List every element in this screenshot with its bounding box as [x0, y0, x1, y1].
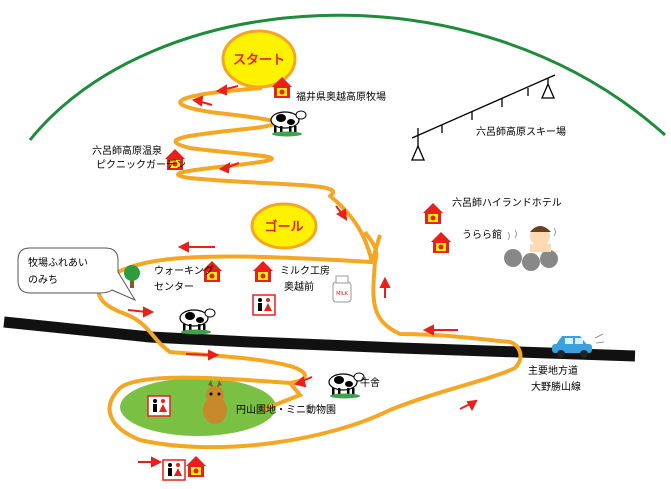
arrow-icon [138, 456, 163, 468]
ski-area-label: 六呂師高原スキー場 [476, 127, 566, 138]
onsen-label: 六呂師高原温泉 [92, 146, 162, 157]
arrow-icon [215, 84, 239, 96]
main-road [3, 316, 636, 362]
ski-lift-icon [411, 74, 556, 161]
hotel-label: 六呂師ハイランドホテル [452, 198, 562, 209]
cowshed-label: 牛舎 [360, 378, 380, 389]
hotel-house-icon [423, 203, 443, 224]
walking-route [96, 86, 523, 450]
bottom-house-icon [186, 456, 206, 477]
start-label: スタート [233, 53, 285, 68]
onsen-bather-icon [504, 226, 558, 271]
enzan-park-label: 円山園地・ミニ動物園 [236, 405, 336, 416]
arrow-icon [293, 376, 313, 388]
start-badge [221, 29, 297, 89]
arrow-icon [177, 241, 215, 253]
tree-icon [124, 265, 140, 288]
ranch-cow-icon [270, 110, 307, 138]
hill-outline [28, 13, 667, 141]
goal-badge [250, 202, 318, 250]
arrow-icon [422, 324, 458, 336]
urara-house-icon [431, 232, 451, 253]
picnic-label: ピクニックガーデン [96, 160, 186, 171]
urara-label: うらら館 [462, 230, 502, 241]
cowshed-cow-icon [328, 372, 365, 400]
direction-arrows [127, 84, 478, 468]
walking-center-label-2: センター [154, 282, 194, 293]
arrow-icon [218, 162, 240, 174]
toilet-icon [162, 459, 186, 481]
meadow-area [120, 378, 276, 436]
speech-bubble [17, 247, 137, 302]
arrow-icon [191, 95, 213, 107]
milk-workshop-label-1: ミルク工房 [280, 266, 330, 277]
bubble-label-1: 牧場ふれあい [28, 258, 88, 269]
milk-workshop-label-2: 奥越前 [284, 282, 314, 293]
arrow-icon [335, 205, 348, 221]
bubble-label-2: のみち [28, 275, 58, 286]
arrow-icon [185, 349, 220, 361]
road-name-label-1: 主要地方道 [528, 366, 578, 377]
goal-label: ゴール [264, 219, 303, 235]
milk-can-icon: MILK [332, 275, 352, 303]
toilet-icon [252, 294, 276, 316]
milk-house-icon [253, 261, 273, 282]
walking-center-label-1: ウォーキング [154, 266, 214, 277]
road-name-label-2: 大野勝山線 [531, 382, 581, 393]
arrow-icon [379, 276, 391, 298]
car-icon [552, 333, 605, 358]
fukui-ranch-label: 福井県奥越高原牧場 [296, 92, 386, 103]
horse-mascot-icon [203, 380, 227, 424]
milk-can-label: MILK [336, 291, 349, 297]
toilet-icon [147, 395, 171, 417]
arrow-icon [127, 306, 155, 318]
arrow-icon [459, 399, 478, 412]
road-cow-icon [179, 308, 216, 336]
